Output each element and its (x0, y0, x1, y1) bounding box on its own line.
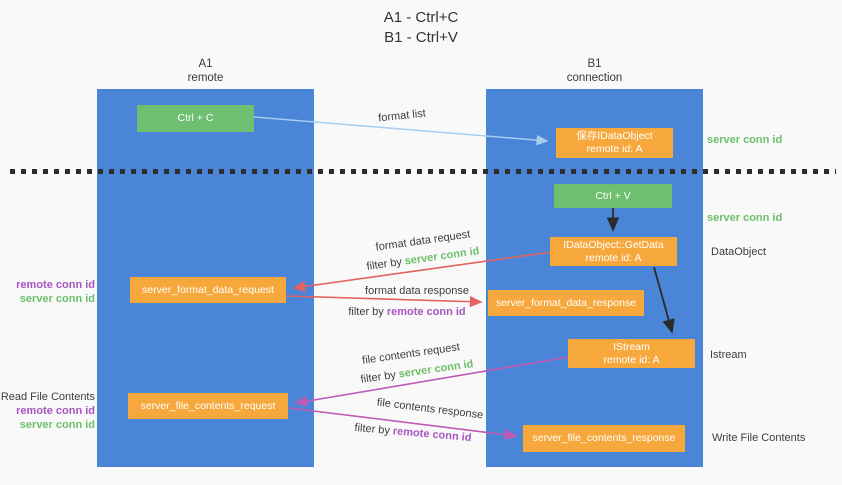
anno-server-conn-id-2: server conn id (397, 358, 475, 381)
anno-file-contents-response: file contents response (376, 396, 484, 422)
title-line-2: B1 - Ctrl+V (384, 29, 458, 46)
node-idataobject-getdata: IDataObject::GetData remote id: A (550, 237, 677, 266)
diagram-title: A1 - Ctrl+C B1 - Ctrl+V (0, 8, 842, 48)
lane-a1-name: A1 (198, 58, 213, 70)
label-remote-conn-id-file: remote conn id (16, 405, 95, 417)
label-istream: Istream (710, 349, 747, 361)
label-write-file-contents: Write File Contents (712, 432, 806, 444)
anno-filter-by-prefix-4: filter by (354, 421, 391, 437)
lane-b1-role: connection (566, 72, 623, 84)
node-server-format-data-request: server_format_data_request (130, 277, 286, 303)
anno-format-list: format list (377, 107, 427, 125)
node-ctrl-v-label: Ctrl + V (595, 189, 631, 202)
label-server-conn-id-top: server conn id (707, 134, 783, 146)
label-remote-conn-id-format: remote conn id (16, 279, 95, 291)
node-istream-line2: remote id: A (603, 353, 660, 366)
node-save-idataobject: 保存IDataObject remote id: A (556, 128, 673, 158)
node-save-idataobject-line2: remote id: A (586, 143, 643, 155)
node-istream-line1: IStream (613, 340, 650, 353)
label-server-conn-id-file: server conn id (19, 419, 95, 431)
node-idataobject-getdata-line2: remote id: A (585, 251, 642, 264)
anno-remote-conn-id-1: remote conn id (386, 306, 466, 318)
anno-server-conn-id-1: server conn id (403, 245, 481, 268)
node-server-file-contents-response: server_file_contents_response (523, 425, 685, 452)
label-dataobject: DataObject (711, 246, 767, 258)
node-ctrl-c: Ctrl + C (137, 105, 254, 132)
label-read-file-contents: Read File Contents (0, 391, 95, 403)
node-server-file-contents-response-label: server_file_contents_response (532, 432, 676, 444)
node-idataobject-getdata-line1: IDataObject::GetData (563, 238, 664, 251)
node-istream: IStream remote id: A (568, 339, 695, 368)
node-save-idataobject-line1: 保存IDataObject (576, 130, 653, 142)
lane-b1-name: B1 (587, 58, 602, 70)
label-server-conn-id-format: server conn id (19, 293, 95, 305)
format-request-conn-ids: remote conn id server conn id (16, 278, 95, 306)
node-server-file-contents-request: server_file_contents_request (128, 393, 288, 419)
label-server-conn-id-mid: server conn id (707, 212, 783, 224)
node-server-format-data-request-label: server_format_data_request (142, 283, 274, 296)
session-divider-dotted-line (10, 169, 836, 174)
title-line-1: A1 - Ctrl+C (383, 9, 459, 26)
anno-format-data-response: format data response (365, 285, 469, 297)
anno-filter-by-prefix-2: filter by (348, 306, 384, 318)
lane-header-b1: B1 connection (486, 57, 703, 85)
lane-a1-role: remote (187, 72, 224, 84)
node-ctrl-c-label: Ctrl + C (177, 112, 214, 124)
file-request-conn-ids: Read File Contents remote conn id server… (1, 390, 95, 432)
anno-filter-by-prefix-1: filter by (365, 256, 403, 273)
node-server-format-data-response: server_format_data_response (488, 290, 644, 316)
anno-remote-conn-id-2: remote conn id (392, 425, 472, 445)
lane-header-a1: A1 remote (97, 57, 314, 85)
node-ctrl-v: Ctrl + V (554, 184, 672, 208)
node-server-format-data-response-label: server_format_data_response (495, 296, 637, 309)
anno-filter-by-prefix-3: filter by (359, 369, 397, 386)
node-server-file-contents-request-label: server_file_contents_request (140, 399, 276, 412)
